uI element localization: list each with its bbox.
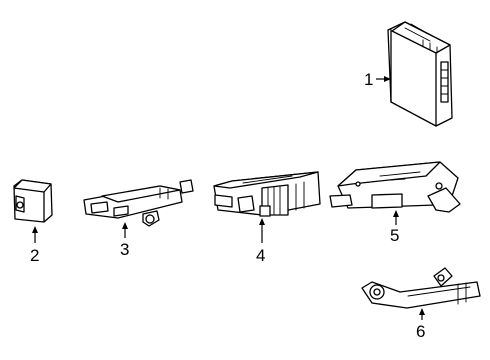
arrowhead-6 xyxy=(419,308,425,315)
arrowhead-2 xyxy=(32,226,38,233)
leader-lines xyxy=(32,76,425,320)
arrowhead-4 xyxy=(259,218,265,225)
callout-3: 3 xyxy=(120,240,129,259)
part-2-sensor-block xyxy=(13,179,53,223)
arrowhead-5 xyxy=(393,210,399,217)
part-6-antenna-bar xyxy=(361,267,481,309)
part-1-control-module xyxy=(387,21,453,127)
arrowhead-3 xyxy=(122,222,128,229)
part-5-bracket-sensor xyxy=(329,161,461,213)
callout-2: 2 xyxy=(30,246,39,265)
callout-1: 1 xyxy=(364,70,373,89)
arrowhead-1 xyxy=(384,76,391,82)
callout-4: 4 xyxy=(256,246,265,265)
part-4-relay-module xyxy=(213,171,321,217)
callout-6: 6 xyxy=(416,322,425,341)
callout-5: 5 xyxy=(390,226,399,245)
part-3-connector-module xyxy=(83,179,194,227)
